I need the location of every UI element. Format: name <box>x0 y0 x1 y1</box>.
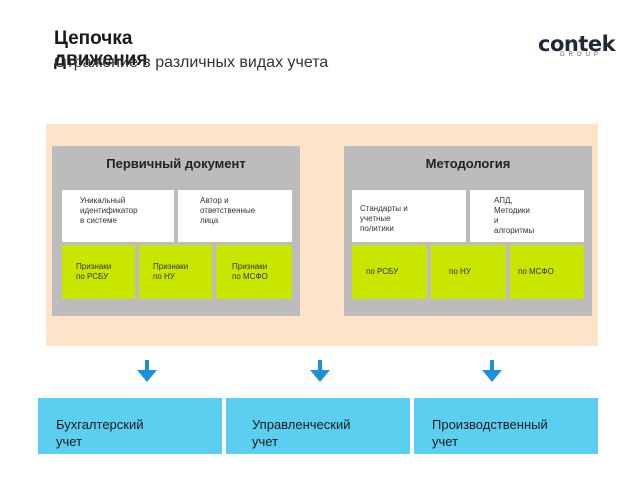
arrow-down-icon <box>137 360 157 382</box>
box-author: Автор и ответственные лица <box>178 190 292 242</box>
box-unique-id: Уникальный идентификатор в системе <box>62 190 174 242</box>
box-msfo: по МСФО <box>510 245 584 299</box>
arrow-down-icon <box>310 360 330 382</box>
company-logo: contek <box>538 32 616 56</box>
panel-methodology: Методология Стандарты и учетные политики… <box>344 146 592 316</box>
page-subtitle: Отражение в различных видах учета <box>54 54 329 71</box>
box-msfo-signs: Признаки по МСФО <box>216 245 292 299</box>
page-title: Цепочка движения <box>54 28 148 70</box>
box-methods: АПД, Методики и алгоритмы <box>470 190 584 242</box>
box-rsbu-signs: Признаки по РСБУ <box>62 245 135 299</box>
arrow-down-icon <box>482 360 502 382</box>
box-management-accounting: Управленческий учет <box>226 398 410 454</box>
panel-title: Первичный документ <box>106 156 246 171</box>
box-standards: Стандарты и учетные политики <box>352 190 466 242</box>
box-financial-accounting: Бухгалтерский учет <box>38 398 222 454</box>
box-nu-signs: Признаки по НУ <box>139 245 212 299</box>
box-production-accounting: Производственный учет <box>414 398 598 454</box>
panel-title: Методология <box>425 156 511 171</box>
panel-primary-document: Первичный документ Уникальный идентифика… <box>52 146 300 316</box>
company-logo-sub: GROUP <box>560 52 603 58</box>
box-rsbu: по РСБУ <box>352 245 427 299</box>
box-nu: по НУ <box>431 245 506 299</box>
